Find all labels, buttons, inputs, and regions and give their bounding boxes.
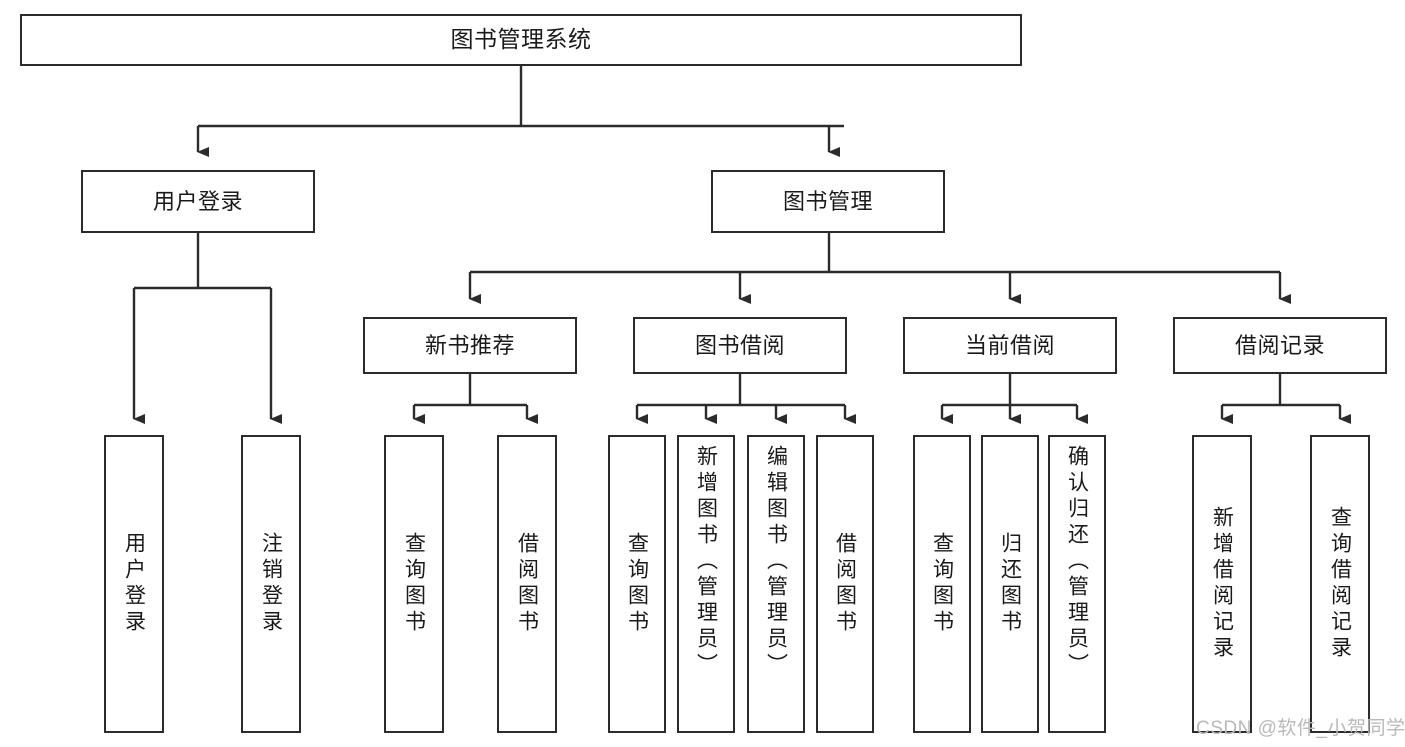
leaf-borrow-book-1-label: 借阅图书 [515,532,539,636]
leaf-confirm-return-admin[interactable]: 确认归还（管理员） [1048,435,1106,733]
leaf-user-login-label: 用户登录 [122,532,146,636]
node-book-manage[interactable]: 图书管理 [711,170,945,233]
leaf-add-book-admin[interactable]: 新增图书（管理员） [677,435,735,733]
watermark: CSDN @软件_小贺同学 [1196,718,1405,739]
leaf-query-book-1[interactable]: 查询图书 [384,435,444,733]
node-book-borrow-label: 图书借阅 [694,332,785,358]
leaf-query-book-2-label: 查询图书 [625,532,649,636]
node-borrow-record-label: 借阅记录 [1234,332,1325,358]
node-new-book-recommend-label: 新书推荐 [424,332,515,358]
node-current-borrow[interactable]: 当前借阅 [903,317,1117,374]
leaf-borrow-book-2-label: 借阅图书 [833,532,857,636]
leaf-add-borrow-record[interactable]: 新增借阅记录 [1192,435,1252,733]
node-root[interactable]: 图书管理系统 [20,14,1022,66]
leaf-query-book-1-label: 查询图书 [402,532,426,636]
leaf-query-borrow-record[interactable]: 查询借阅记录 [1310,435,1370,733]
leaf-logout[interactable]: 注销登录 [241,435,301,733]
leaf-return-book[interactable]: 归还图书 [981,435,1039,733]
node-user-login[interactable]: 用户登录 [81,170,315,233]
node-book-borrow[interactable]: 图书借阅 [633,317,847,374]
node-root-label: 图书管理系统 [450,26,592,53]
leaf-logout-label: 注销登录 [259,532,283,636]
node-book-manage-label: 图书管理 [782,188,873,214]
leaf-user-login[interactable]: 用户登录 [104,435,164,733]
node-current-borrow-label: 当前借阅 [964,332,1055,358]
leaf-add-book-admin-label: 新增图书（管理员） [694,445,718,679]
leaf-query-book-3[interactable]: 查询图书 [913,435,971,733]
leaf-borrow-book-2[interactable]: 借阅图书 [816,435,874,733]
leaf-edit-book-admin[interactable]: 编辑图书（管理员） [747,435,805,733]
leaf-return-book-label: 归还图书 [998,532,1022,636]
node-borrow-record[interactable]: 借阅记录 [1173,317,1387,374]
node-new-book-recommend[interactable]: 新书推荐 [363,317,577,374]
leaf-query-borrow-record-label: 查询借阅记录 [1328,506,1352,662]
leaf-query-book-2[interactable]: 查询图书 [608,435,666,733]
leaf-confirm-return-admin-label: 确认归还（管理员） [1065,445,1089,679]
leaf-edit-book-admin-label: 编辑图书（管理员） [764,445,788,679]
leaf-add-borrow-record-label: 新增借阅记录 [1210,506,1234,662]
leaf-borrow-book-1[interactable]: 借阅图书 [497,435,557,733]
leaf-query-book-3-label: 查询图书 [930,532,954,636]
node-user-login-label: 用户登录 [152,188,243,214]
